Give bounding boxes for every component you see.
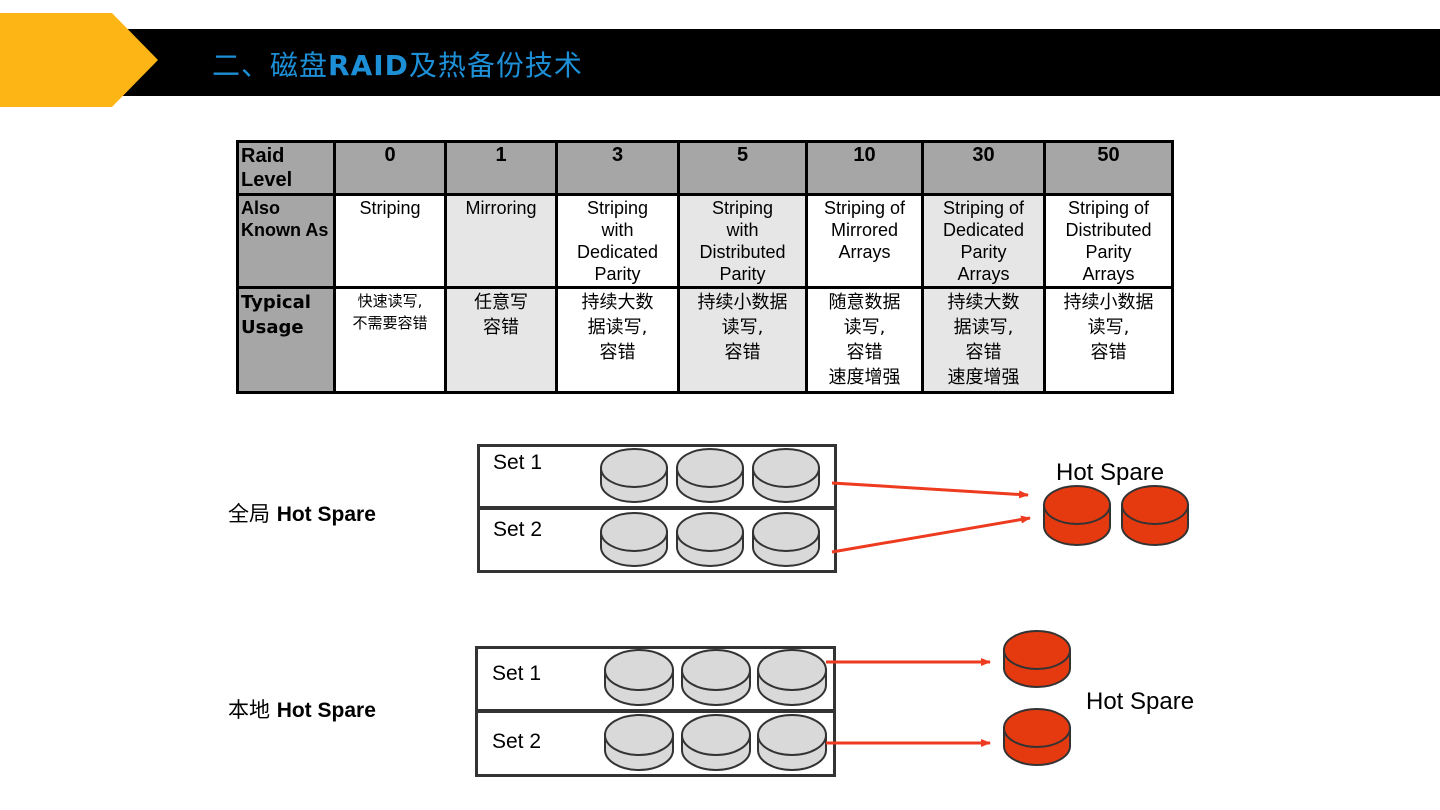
- disk-icon: [600, 448, 668, 503]
- usage-cell: 快速读写,不需要容错: [333, 286, 447, 394]
- disk-icon: [676, 448, 744, 503]
- usage-cell: 任意写容错: [444, 286, 558, 394]
- raid-level-cell: 30: [921, 140, 1046, 196]
- global-set-1-label: Set 1: [493, 451, 543, 474]
- raid-level-cell: 1: [444, 140, 558, 196]
- hot-spare-disk-icon: [1043, 485, 1111, 546]
- raid-level-cell: 3: [555, 140, 680, 196]
- global-hot-spare-caption: Hot Spare: [1056, 459, 1165, 486]
- hot-spare-disk-icon: [1003, 708, 1071, 766]
- disk-icon: [681, 714, 751, 771]
- header-accent-tab: [0, 13, 158, 107]
- table-row-typical-usage: Typical Usage 快速读写,不需要容错 任意写容错 持续大数据读写,容…: [236, 286, 1174, 394]
- local-hot-spare-label: 本地 Hot Spare: [228, 698, 376, 722]
- aka-cell: Mirroring: [444, 193, 558, 289]
- table-row-raid-level: Raid Level 0 1 3 5 10 30 50: [236, 140, 1174, 196]
- page-title: 二、磁盘RAID及热备份技术: [212, 49, 583, 82]
- usage-cell: 持续大数据读写,容错速度增强: [921, 286, 1046, 394]
- raid-level-table: Raid Level 0 1 3 5 10 30 50 Also Known A…: [236, 140, 1174, 394]
- disk-icon: [757, 649, 827, 706]
- hot-spare-disk-icon: [1003, 630, 1071, 688]
- row-header-typical-usage: Typical Usage: [236, 286, 336, 394]
- raid-level-cell: 10: [805, 140, 924, 196]
- row-header-also-known-as: Also Known As: [236, 193, 336, 289]
- raid-level-cell: 50: [1043, 140, 1174, 196]
- disk-icon: [604, 714, 674, 771]
- global-set-2-label: Set 2: [493, 518, 543, 541]
- hot-spare-disk-icon: [1121, 485, 1189, 546]
- local-set-2-label: Set 2: [492, 730, 542, 753]
- disk-icon: [681, 649, 751, 706]
- usage-cell: 随意数据读写,容错速度增强: [805, 286, 924, 394]
- usage-cell: 持续小数据读写,容错: [677, 286, 808, 394]
- usage-cell: 持续大数据读写,容错: [555, 286, 680, 394]
- disk-icon: [676, 512, 744, 567]
- local-hot-spare-caption: Hot Spare: [1086, 688, 1195, 715]
- usage-cell: 持续小数据读写,容错: [1043, 286, 1174, 394]
- global-hot-spare-label: 全局 Hot Spare: [228, 502, 376, 526]
- disk-icon: [600, 512, 668, 567]
- disk-icon: [752, 512, 820, 567]
- disk-icon: [604, 649, 674, 706]
- global-set-2-box: [477, 507, 837, 573]
- header-bar: [110, 29, 1440, 96]
- disk-icon: [752, 448, 820, 503]
- global-arrow-set1: [831, 481, 1029, 499]
- row-header-raid-level: Raid Level: [236, 140, 336, 196]
- global-arrow-set2: [831, 515, 1031, 554]
- raid-level-cell: 5: [677, 140, 808, 196]
- raid-level-cell: 0: [333, 140, 447, 196]
- table-row-also-known-as: Also Known As Striping Mirroring Stripin…: [236, 193, 1174, 289]
- disk-icon: [757, 714, 827, 771]
- aka-cell: Striping: [333, 193, 447, 289]
- local-set-1-label: Set 1: [492, 662, 542, 685]
